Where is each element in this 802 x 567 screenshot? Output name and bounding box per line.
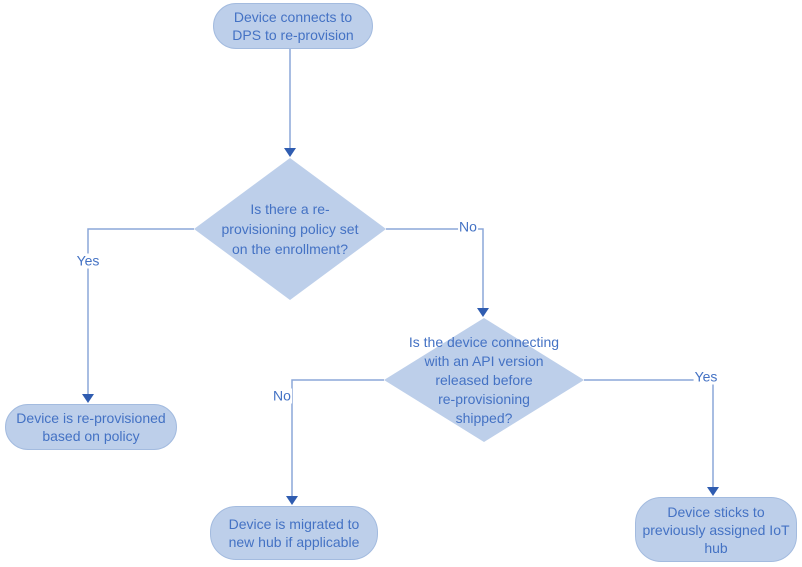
edge-label-yes-policy: Yes [75, 252, 101, 269]
node-migrated-label: Device is migrated to new hub if applica… [228, 516, 360, 550]
connector-policy-decision-to-api-decision [386, 228, 484, 309]
connector-api-decision-to-sticks [584, 379, 714, 488]
flowchart-node-api-decision: Is the device connecting with an API ver… [374, 333, 594, 428]
flowchart-node-migrated: Device is migrated to new hub if applica… [210, 506, 378, 560]
node-start-label: Device connects to DPS to re-provision [232, 9, 354, 43]
decision-diamond-api-version [384, 318, 584, 442]
flowchart-node-policy-decision: Is there a re- provisioning policy set o… [165, 199, 415, 259]
flowchart-node-start: Device connects to DPS to re-provision [213, 3, 373, 49]
node-api-decision-label: Is the device connecting with an API ver… [408, 334, 560, 426]
flowchart-node-reprovisioned: Device is re-provisioned based on policy [5, 404, 177, 450]
arrowhead-into-api-decision [477, 308, 489, 317]
edge-label-no-policy: No [458, 218, 478, 235]
arrowhead-into-sticks [707, 487, 719, 496]
arrowhead-into-reprovisioned [82, 394, 94, 403]
connector-api-decision-to-migrated [291, 379, 384, 497]
edge-label-no-api: No [272, 387, 292, 404]
node-sticks-label: Device sticks to previously assigned IoT… [642, 503, 790, 556]
flowchart-node-sticks: Device sticks to previously assigned IoT… [635, 497, 797, 562]
arrowhead-into-migrated [286, 496, 298, 505]
edge-label-yes-api: Yes [693, 368, 719, 385]
node-reprovisioned-label: Device is re-provisioned based on policy [16, 410, 166, 444]
arrowhead-into-policy-decision [284, 148, 296, 157]
decision-diamond-policy [194, 158, 386, 300]
node-policy-decision-label: Is there a re- provisioning policy set o… [221, 201, 359, 257]
connector-policy-decision-to-reprovisioned [87, 228, 194, 395]
